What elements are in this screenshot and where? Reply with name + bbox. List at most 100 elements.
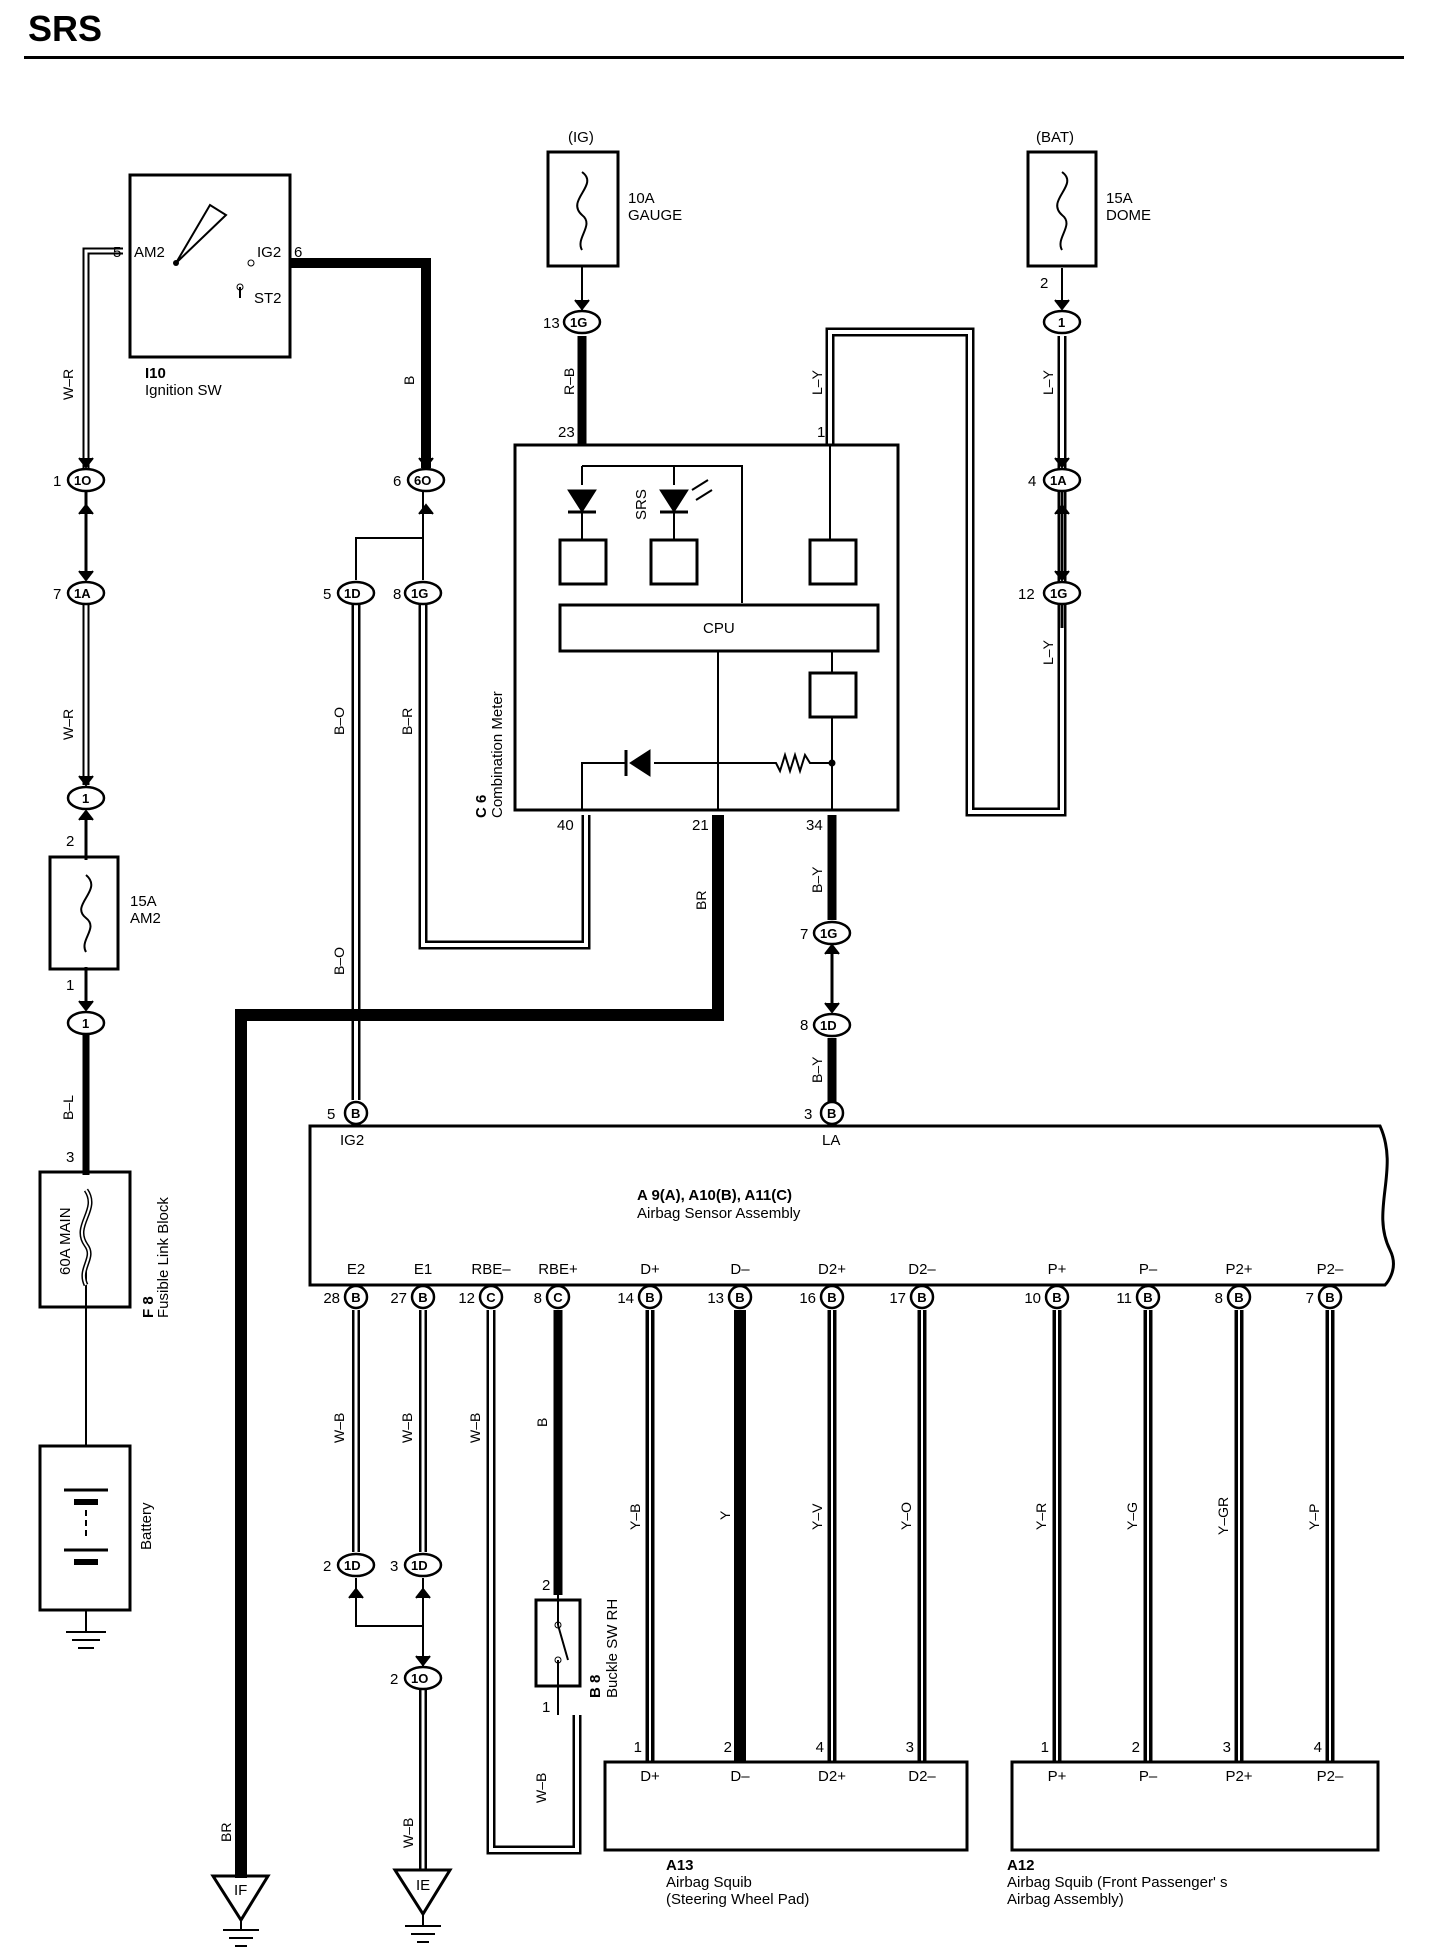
ig2-label: IG2: [257, 244, 281, 261]
svg-text:1A: 1A: [74, 586, 91, 601]
svg-text:B–O: B–O: [331, 947, 347, 975]
svg-text:1O: 1O: [411, 1671, 428, 1686]
svg-text:1: 1: [817, 424, 825, 441]
svg-text:B–O: B–O: [331, 707, 347, 735]
svg-text:1A: 1A: [1050, 473, 1067, 488]
sensor-terminal-connector: B: [1234, 1290, 1243, 1305]
am2-label: AM2: [134, 244, 165, 261]
svg-text:Combination Meter: Combination Meter: [489, 691, 506, 818]
svg-text:3: 3: [390, 1558, 398, 1575]
svg-text:Y–V: Y–V: [809, 1503, 825, 1530]
svg-text:3: 3: [66, 1149, 74, 1166]
squib-terminal-pin: 2: [1132, 1739, 1140, 1756]
svg-text:W–R: W–R: [60, 369, 76, 400]
fuse-dome: (BAT) 15A DOME: [1026, 129, 1151, 268]
sensor-terminal-label: E1: [414, 1261, 432, 1278]
svg-text:5: 5: [113, 244, 121, 261]
sensor-terminal-pin: 17: [889, 1290, 906, 1307]
svg-text:SRS: SRS: [633, 489, 650, 520]
airbag-sensor-assembly: [308, 1124, 1395, 1287]
svg-text:A13: A13: [666, 1857, 694, 1874]
svg-text:(BAT): (BAT): [1036, 129, 1074, 146]
svg-text:1: 1: [66, 977, 74, 994]
squib-steering-box: [603, 1760, 969, 1852]
combination-meter: [513, 443, 900, 812]
svg-text:Y–G: Y–G: [1124, 1502, 1140, 1530]
svg-text:1: 1: [53, 473, 61, 490]
svg-text:B–R: B–R: [399, 708, 415, 735]
svg-text:3: 3: [804, 1106, 812, 1123]
svg-text:60A MAIN: 60A MAIN: [57, 1207, 74, 1275]
svg-text:21: 21: [692, 817, 709, 834]
connector-labels: 1O 6O 1A 1D 1G 1G 1 1A 1G 1G 1D 1 1 1D 1…: [74, 315, 1067, 1686]
wires: [82, 247, 1335, 1878]
svg-text:LA: LA: [822, 1132, 840, 1149]
svg-text:1D: 1D: [344, 586, 361, 601]
sensor-terminal-connector: C: [486, 1290, 496, 1305]
svg-text:1: 1: [542, 1699, 550, 1716]
svg-text:Airbag Squib: Airbag Squib: [666, 1874, 752, 1891]
sensor-terminal-label: E2: [347, 1261, 365, 1278]
svg-text:B–Y: B–Y: [809, 866, 825, 893]
sensor-terminal-pin: 11: [1116, 1290, 1132, 1307]
wire-br: [235, 815, 724, 1878]
svg-text:Y: Y: [717, 1510, 733, 1520]
sensor-terminal-label: P2+: [1225, 1261, 1252, 1278]
svg-text:1D: 1D: [411, 1558, 428, 1573]
sensor-terminal-connector: B: [827, 1290, 836, 1305]
svg-text:15A: 15A: [130, 893, 157, 910]
svg-text:Y–B: Y–B: [627, 1504, 643, 1530]
page-title: SRS: [28, 8, 103, 49]
svg-text:Y–P: Y–P: [1306, 1504, 1322, 1530]
squib-terminal-label: D2+: [818, 1768, 846, 1785]
svg-text:13: 13: [543, 315, 560, 332]
sensor-terminal-connector: B: [1325, 1290, 1334, 1305]
svg-text:2: 2: [542, 1577, 550, 1594]
svg-text:6: 6: [294, 244, 302, 261]
svg-text:BR: BR: [218, 1823, 234, 1842]
sensor-terminal-label: D+: [640, 1261, 660, 1278]
squib-terminal-pin: 4: [1314, 1739, 1322, 1756]
svg-text:2: 2: [323, 1558, 331, 1575]
squib-terminal-pin: 1: [1041, 1739, 1049, 1756]
svg-text:BR: BR: [693, 891, 709, 910]
squib-terminal-label: P2+: [1225, 1768, 1252, 1785]
battery: Battery: [38, 1444, 155, 1612]
squib-terminal-pin: 4: [816, 1739, 824, 1756]
sensor-terminal-pin: 14: [617, 1290, 634, 1307]
sensor-terminal-label: RBE–: [471, 1261, 511, 1278]
svg-text:1G: 1G: [570, 315, 587, 330]
sensor-terminal-connector: B: [351, 1290, 360, 1305]
svg-text:15A: 15A: [1106, 190, 1133, 207]
svg-text:L–Y: L–Y: [1040, 369, 1056, 395]
svg-text:1G: 1G: [411, 586, 428, 601]
svg-text:1G: 1G: [1050, 586, 1067, 601]
svg-text:A12: A12: [1007, 1857, 1035, 1874]
sensor-terminal-pin: 27: [390, 1290, 407, 1307]
svg-text:(Steering Wheel Pad): (Steering Wheel Pad): [666, 1891, 809, 1908]
sensor-terminal-pin: 8: [1215, 1290, 1223, 1307]
svg-text:10A: 10A: [628, 190, 655, 207]
svg-text:2: 2: [1040, 275, 1048, 292]
svg-text:Airbag Assembly): Airbag Assembly): [1007, 1891, 1124, 1908]
sensor-terminal-connector: B: [1052, 1290, 1061, 1305]
squib-terminal-pin: 3: [1223, 1739, 1231, 1756]
svg-text:W–R: W–R: [60, 709, 76, 740]
squib-terminal-label: P+: [1048, 1768, 1067, 1785]
sensor-terminal-label: D2–: [908, 1261, 936, 1278]
svg-text:Buckle SW RH: Buckle SW RH: [604, 1599, 621, 1698]
svg-text:Airbag Sensor Assembly: Airbag Sensor Assembly: [637, 1205, 801, 1222]
ground-ie-icon: [392, 1868, 453, 1943]
svg-text:B–L: B–L: [60, 1095, 76, 1120]
squib-terminal-pin: 3: [906, 1739, 914, 1756]
sensor-terminal-label: D2+: [818, 1261, 846, 1278]
svg-text:1: 1: [1058, 315, 1065, 330]
sensor-terminal-pin: 12: [458, 1290, 475, 1307]
ignition-switch: AM2 IG2 ST2 5 6 I10 Ignition SW: [113, 173, 302, 399]
buckle-switch: [534, 1595, 582, 1715]
svg-text:B: B: [401, 376, 417, 385]
svg-text:6O: 6O: [414, 473, 431, 488]
svg-text:23: 23: [558, 424, 575, 441]
